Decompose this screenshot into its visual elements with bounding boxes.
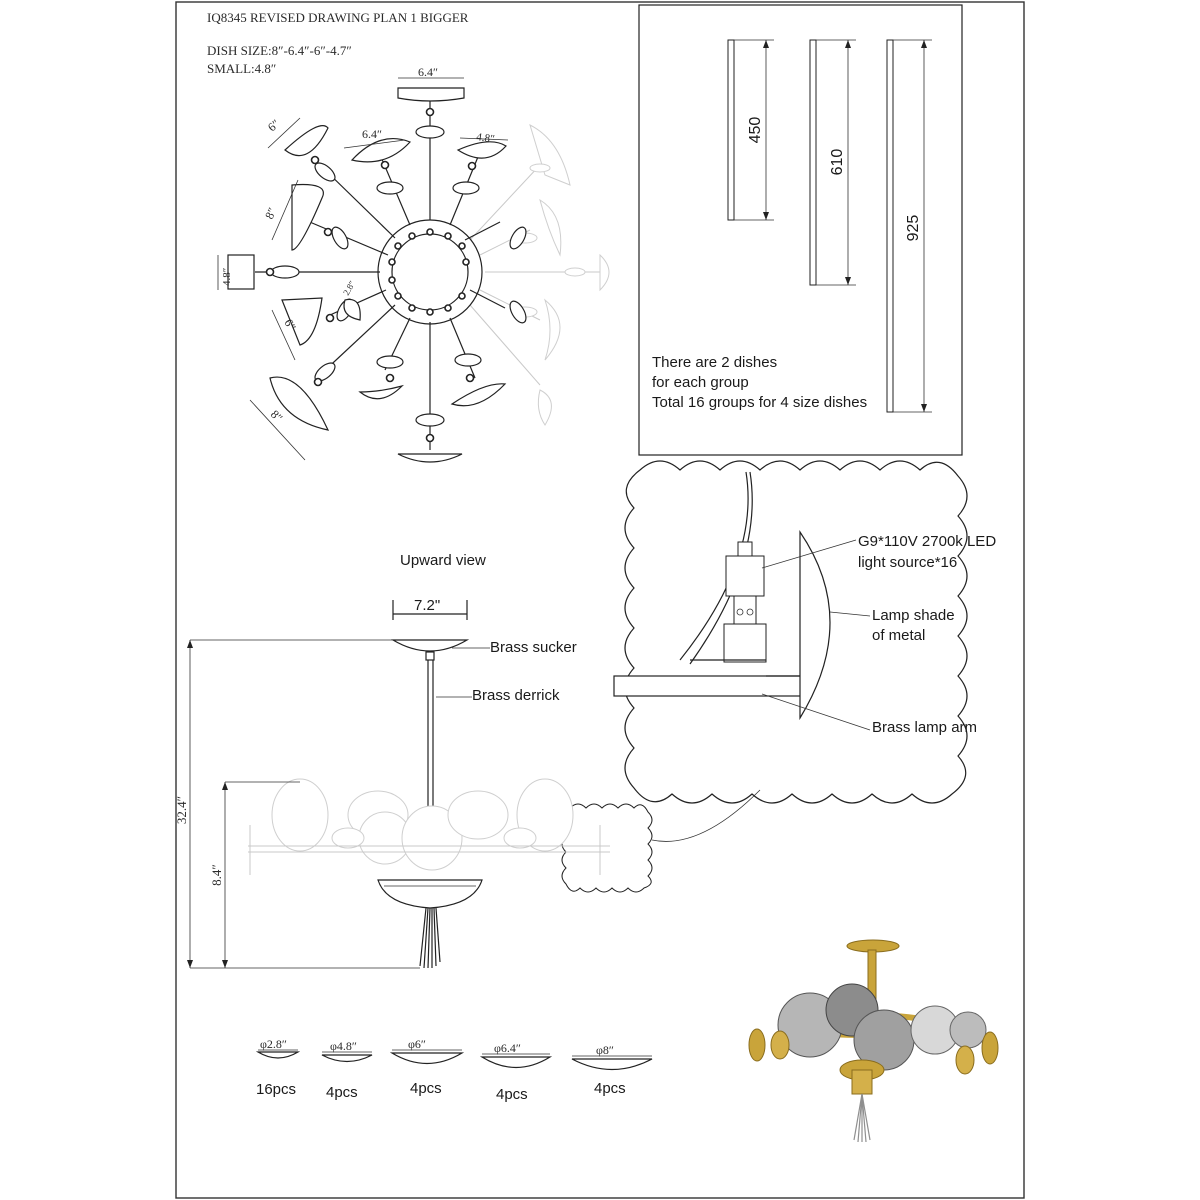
top-dim-3: 4.8″ [476, 131, 496, 145]
top-dim-5: 8″ [262, 205, 279, 221]
sheet-border [175, 1, 1025, 1199]
top-view-dimension-lines [217, 77, 509, 461]
dish-legend-qty: 16pcs [256, 1081, 296, 1098]
lamp-socket [723, 623, 767, 663]
dish-legend-size: φ4.8″ [330, 1039, 357, 1053]
top-view-hub-inner [391, 233, 469, 311]
dish-legend-qty: 4pcs [496, 1086, 528, 1103]
side-view: Upward view 7.2" Brass sucker Brass derr… [174, 552, 610, 969]
dish-legend-item: φ6.4″ 4pcs [479, 1041, 553, 1103]
dish-legend-qty: 4pcs [326, 1084, 358, 1101]
note-line-1: There are 2 dishes [652, 354, 777, 371]
light-source-label-2: light source*16 [858, 554, 957, 571]
g9-bulb-cap [737, 541, 753, 557]
brass-derrick-label: Brass derrick [472, 687, 560, 704]
top-dim-1: 6.4″ [418, 65, 438, 79]
bottom-bowl [377, 879, 483, 909]
g9-bulb-body [725, 555, 765, 597]
top-view-hub-knobs [388, 228, 470, 316]
drawing-title: IQ8345 REVISED DRAWING PLAN 1 BIGGER [207, 10, 469, 25]
canopy-width-label: 7.2" [414, 597, 440, 614]
dish-size-label: DISH SIZE:8″-6.4″-6″-4.7″ [207, 43, 352, 58]
top-view-large-dishes [227, 87, 507, 463]
rod-panel-border [638, 4, 963, 456]
brass-sucker-canopy [390, 639, 470, 652]
dish-legend-qty: 4pcs [410, 1080, 442, 1097]
shade-label-2: of metal [872, 627, 925, 644]
dish-legend-qty: 4pcs [594, 1080, 626, 1097]
rod-925 [886, 39, 894, 413]
rod-450-label: 450 [747, 117, 764, 144]
metal-lamp-shade [799, 530, 831, 721]
detail-small-cloud [561, 803, 653, 893]
top-view: 6.4″ 6.4″ 4.8″ 6″ 8″ 4.8″ 2.8″ 6″ 8″ [217, 65, 610, 463]
dish-legend-item: φ6″ 4pcs [389, 1037, 465, 1097]
dish-legend-size: φ2.8″ [260, 1037, 287, 1051]
top-view-faint-arms [469, 124, 610, 426]
rod-lengths-panel: 450 610 925 There are 2 dishes for each … [638, 4, 963, 456]
top-dim-7: 2.8″ [341, 279, 357, 297]
small-size-label: SMALL:4.8″ [207, 61, 276, 76]
rod-610-label: 610 [829, 149, 846, 176]
rod-450 [727, 39, 735, 221]
top-dim-6: 4.8″ [221, 268, 233, 286]
note-line-2: for each group [652, 374, 749, 391]
top-dim-4: 6″ [265, 117, 282, 135]
top-dim-2: 6.4″ [362, 127, 382, 141]
note-line-3: Total 16 groups for 4 size dishes [652, 394, 867, 411]
rod-925-label: 925 [905, 215, 922, 242]
tassel [419, 907, 441, 969]
product-silver-dishes [748, 983, 999, 1075]
upward-view-caption: Upward view [400, 552, 486, 569]
rod-610 [809, 39, 817, 286]
dish-legend-item: φ4.8″ 4pcs [321, 1039, 373, 1101]
body-height-label: 8.4″ [209, 864, 224, 886]
dish-legend-size: φ8″ [596, 1043, 614, 1057]
lamp-arm-label: Brass lamp arm [872, 719, 977, 736]
dish-legend-size: φ6″ [408, 1037, 426, 1051]
dish-legend-item: φ8″ 4pcs [571, 1043, 653, 1097]
overall-height-label: 32.4″ [174, 796, 189, 824]
brass-lamp-arm-bar [613, 675, 811, 697]
dish-legend-size: φ6.4″ [494, 1041, 521, 1055]
shade-label-1: Lamp shade [872, 607, 955, 624]
side-view-faint-body [248, 778, 610, 875]
dish-legend-item: φ2.8″ 16pcs [255, 1037, 301, 1098]
product-photo [748, 939, 999, 1143]
dish-legend: φ2.8″ 16pcs φ4.8″ 4pcs φ6″ 4pcs φ6.4″ 4p… [255, 1037, 653, 1103]
light-source-label-1: G9*110V 2700k LED [858, 533, 996, 550]
lamp-detail-callout: G9*110V 2700k LED light source*16 Lamp s… [561, 460, 996, 893]
brass-sucker-label: Brass sucker [490, 639, 577, 656]
top-view-small-dishes [265, 107, 527, 443]
